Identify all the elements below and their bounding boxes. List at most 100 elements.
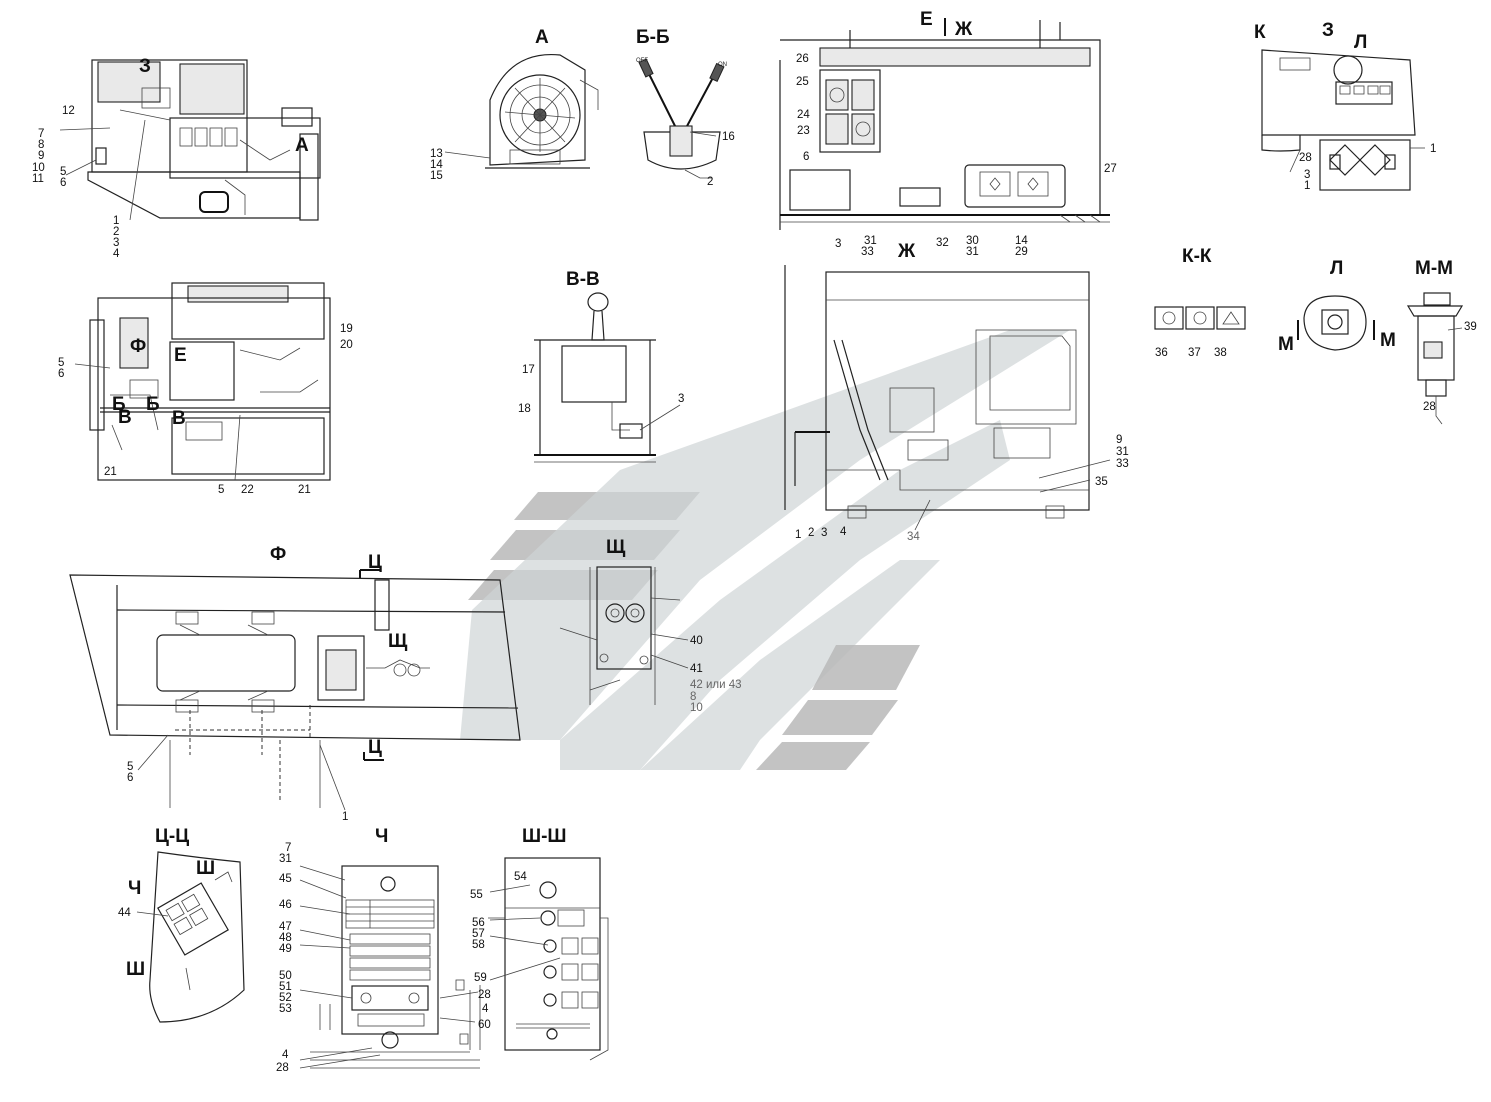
callout-p-19: 19 — [340, 323, 353, 335]
view-f-frame — [69, 569, 521, 811]
callout-vv-17: 17 — [522, 364, 535, 376]
view-mm-lamp-section — [1406, 292, 1464, 425]
callout-ch-50: 50 — [279, 970, 292, 982]
section-sh-marker-2: Ш — [126, 959, 145, 980]
callout-ch-4b: 4 — [282, 1049, 289, 1061]
callout-e-29: 29 — [1015, 246, 1028, 258]
callout-e-6: 6 — [803, 151, 809, 163]
callout-e-32: 32 — [936, 237, 949, 249]
section-shch-marker: Щ — [388, 631, 408, 652]
view-e-compartment — [779, 18, 1110, 230]
callout-e-3: 3 — [835, 238, 841, 250]
callout-z-1a: 1 — [1430, 143, 1436, 155]
view-shch-terminal — [559, 566, 689, 705]
callout-5: 5 — [60, 166, 66, 178]
callout-1: 1 — [113, 215, 119, 227]
section-kk-title: К-К — [1182, 246, 1212, 267]
view-ch-fuse-block — [299, 865, 481, 1069]
callout-a-13: 13 — [430, 148, 443, 160]
switch-on-label: ON — [718, 62, 727, 68]
section-ch-marker: Ч — [128, 878, 141, 899]
section-e-title: Е — [920, 9, 933, 30]
callout-7: 7 — [38, 128, 44, 140]
callout-ch-60: 60 — [478, 1019, 491, 1031]
callout-a-14: 14 — [430, 159, 443, 171]
callout-ch-46: 46 — [279, 899, 292, 911]
callout-ch-52: 52 — [279, 992, 292, 1004]
section-bb-title: Б-Б — [636, 27, 670, 48]
section-z-marker: З — [139, 56, 151, 77]
callout-2: 2 — [113, 226, 119, 238]
section-vv-title: В-В — [566, 269, 600, 290]
callout-e-33: 33 — [861, 246, 874, 258]
callout-vv-3: 3 — [678, 393, 684, 405]
callout-e-14: 14 — [1015, 235, 1028, 247]
callout-p-22: 22 — [241, 484, 254, 496]
callout-shsh-54: 54 — [514, 871, 527, 883]
callout-shsh-57: 57 — [472, 928, 485, 940]
section-shch-title: Щ — [606, 537, 626, 558]
callout-zh-33: 33 — [1116, 458, 1129, 470]
callout-4: 4 — [113, 248, 120, 260]
callout-e-26: 26 — [796, 53, 809, 65]
callout-f-1: 1 — [342, 811, 348, 823]
callout-ch-47: 47 — [279, 921, 292, 933]
callout-ch-31: 31 — [279, 853, 292, 865]
callout-vv-18: 18 — [518, 403, 531, 415]
callout-p-20: 20 — [340, 339, 353, 351]
section-v-marker-2: В — [172, 408, 186, 429]
view-bb-switch — [638, 58, 725, 179]
section-mm-title: М-М — [1415, 258, 1453, 279]
callout-shsh-56: 56 — [472, 917, 485, 929]
callout-a-15: 15 — [430, 170, 443, 182]
callout-3: 3 — [113, 237, 119, 249]
callout-e-25: 25 — [796, 76, 809, 88]
callout-zh-3: 3 — [821, 527, 827, 539]
callout-10: 10 — [32, 162, 45, 174]
view-vv-box — [534, 292, 681, 463]
callout-p-5a: 5 — [58, 357, 64, 369]
callout-ch-51: 51 — [279, 981, 292, 993]
callout-zh-35: 35 — [1095, 476, 1108, 488]
section-b-marker-1: Б — [112, 394, 126, 415]
callout-mm-28: 28 — [1423, 401, 1436, 413]
callout-ch-48: 48 — [279, 932, 292, 944]
callout-zh-4: 4 — [840, 526, 847, 538]
view-kk-indicators — [1154, 306, 1246, 330]
callout-shch-8: 8 — [690, 691, 696, 703]
callout-e-27: 27 — [1104, 163, 1117, 175]
callout-p-21b: 21 — [298, 484, 311, 496]
callout-bb-16: 16 — [722, 131, 735, 143]
view-plan-left — [74, 282, 331, 481]
section-k-marker: К — [1254, 22, 1266, 43]
callout-z-28: 28 — [1299, 152, 1312, 164]
section-m-marker-right: М — [1380, 330, 1396, 351]
section-zh-title: Ж — [897, 241, 916, 262]
section-v-marker-1: В — [118, 407, 132, 428]
view-l-lamp — [1297, 295, 1375, 351]
callout-kk-36: 36 — [1155, 347, 1168, 359]
callout-ch-45: 45 — [279, 873, 292, 885]
watermark-logo — [460, 330, 1070, 770]
callout-shch-10: 10 — [690, 702, 703, 714]
callout-f-5: 5 — [127, 761, 133, 773]
callout-11: 11 — [32, 173, 44, 185]
callout-ch-7: 7 — [285, 842, 291, 854]
section-ts-top: Ц — [368, 552, 382, 573]
callout-ch-53: 53 — [279, 1003, 292, 1015]
callout-kk-38: 38 — [1214, 347, 1227, 359]
view-a-alternator — [444, 53, 599, 169]
section-l-title: Л — [1330, 258, 1343, 279]
section-f-title: Ф — [270, 544, 286, 565]
section-a-title: А — [535, 27, 549, 48]
callout-shsh-58: 58 — [472, 939, 485, 951]
callout-12: 12 — [62, 105, 75, 117]
callout-e-24: 24 — [797, 109, 810, 121]
callout-e-31b: 31 — [966, 246, 979, 258]
callout-p-21a: 21 — [104, 466, 117, 478]
view-side-top-left — [59, 59, 321, 221]
callout-ch-28a: 28 — [478, 989, 491, 1001]
view-zh-compartment — [784, 265, 1111, 531]
callout-9: 9 — [38, 150, 44, 162]
